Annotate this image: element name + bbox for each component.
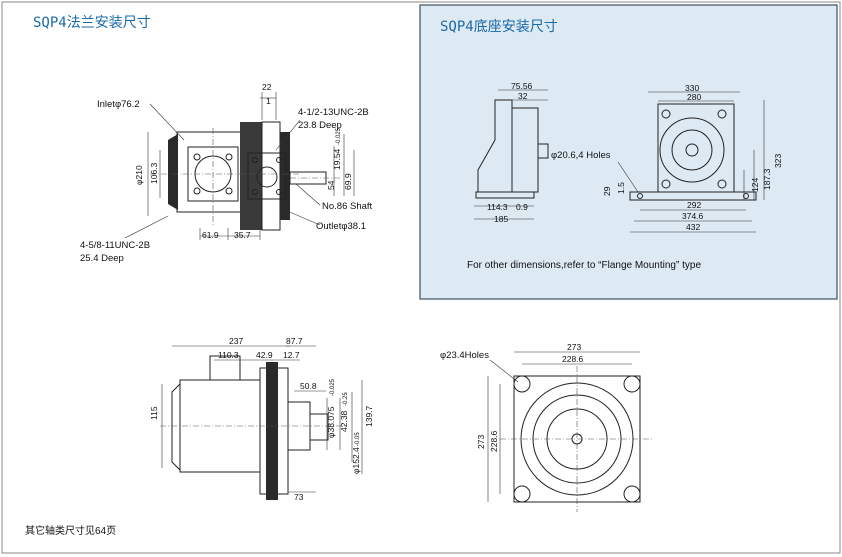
- flange-view: [124, 92, 355, 240]
- dim-87-7: 87.7: [286, 336, 303, 346]
- thread-top-label: 4-1/2-13UNC-2B: [298, 107, 369, 118]
- inlet-label: Inletφ76.2: [97, 99, 140, 110]
- dim-12-7: 12.7: [283, 350, 300, 360]
- dim-19-54: 19.54: [332, 148, 342, 170]
- dim-106: 106.3: [149, 162, 159, 184]
- dim-114-3: 114.3: [487, 202, 508, 212]
- dim-330: 330: [685, 83, 699, 93]
- dim-115: 115: [149, 406, 159, 420]
- dim-29: 29: [602, 186, 612, 196]
- pump-side-view: [160, 345, 363, 500]
- base-front-view: [617, 91, 765, 233]
- outlet-label: Outletφ38.1: [316, 221, 366, 232]
- base-mount-panel: [419, 4, 838, 300]
- dim-75-56: 75.56: [511, 81, 533, 91]
- dim-124: 124: [750, 178, 760, 192]
- dim-374-6: 374.6: [682, 211, 704, 221]
- dim-35-7: 35.7: [234, 230, 251, 240]
- dim-110-3: 110.3: [218, 350, 239, 360]
- dim-152-4-tol: -0.05: [355, 432, 361, 446]
- footer-note: 其它轴类尺寸见64页: [25, 524, 116, 537]
- pump-front-view: [487, 351, 654, 512]
- front-holes-label: φ23.4Holes: [440, 350, 489, 361]
- dim-32: 32: [518, 91, 528, 101]
- thread-bottom-depth-label: 25.4 Deep: [80, 253, 124, 264]
- dim-54: 54: [326, 180, 336, 190]
- base-note: For other dimensions,refer to “Flange Mo…: [467, 260, 701, 271]
- dim-1-5: 1.5: [616, 182, 626, 194]
- dim-237: 237: [229, 336, 243, 346]
- dim-185: 185: [494, 214, 508, 224]
- dim-42-38-tol: -0.25: [343, 392, 349, 406]
- dim-187-3: 187.3: [762, 168, 772, 190]
- dim-50-8: 50.8: [300, 381, 317, 391]
- dim-228-6-top: 228.6: [562, 354, 584, 364]
- dim-292: 292: [687, 200, 701, 210]
- dim-210: φ210: [134, 165, 144, 185]
- dim-38-075-tol: -0.025: [330, 378, 336, 396]
- dim-42-9: 42.9: [256, 350, 273, 360]
- dim-273-top: 273: [567, 342, 581, 352]
- dim-73: 73: [294, 492, 304, 502]
- dim-19-54-tol: -0.025: [336, 127, 342, 145]
- dim-228-6-left: 228.6: [489, 430, 499, 452]
- thread-bottom-label: 4-5/8-11UNC-2B: [80, 240, 150, 251]
- dim-42-38: 42.38: [339, 410, 349, 432]
- base-title: SQP4底座安装尺寸: [440, 19, 558, 35]
- flange-title: SQP4法兰安装尺寸: [33, 15, 151, 31]
- dim-432: 432: [686, 222, 700, 232]
- dim-69-9: 69.9: [343, 173, 353, 190]
- dim-139-7: 139.7: [364, 405, 374, 427]
- dim-0-9: 0.9: [516, 202, 528, 212]
- dim-152-4: φ152.4: [351, 447, 361, 474]
- dim-61-9: 61.9: [202, 230, 219, 240]
- dim-1: 1: [266, 96, 271, 106]
- dim-22: 22: [262, 82, 272, 92]
- dim-38-075: φ38.075: [326, 406, 336, 438]
- thread-top-depth-label: 23.8 Deep: [298, 120, 342, 131]
- base-side-view: [474, 89, 549, 220]
- dim-323: 323: [773, 154, 783, 168]
- shaft-label: No.86 Shaft: [322, 201, 373, 212]
- dim-280: 280: [687, 92, 701, 102]
- base-holes-label: φ20.6,4 Holes: [551, 150, 611, 161]
- dim-273-left: 273: [476, 435, 486, 449]
